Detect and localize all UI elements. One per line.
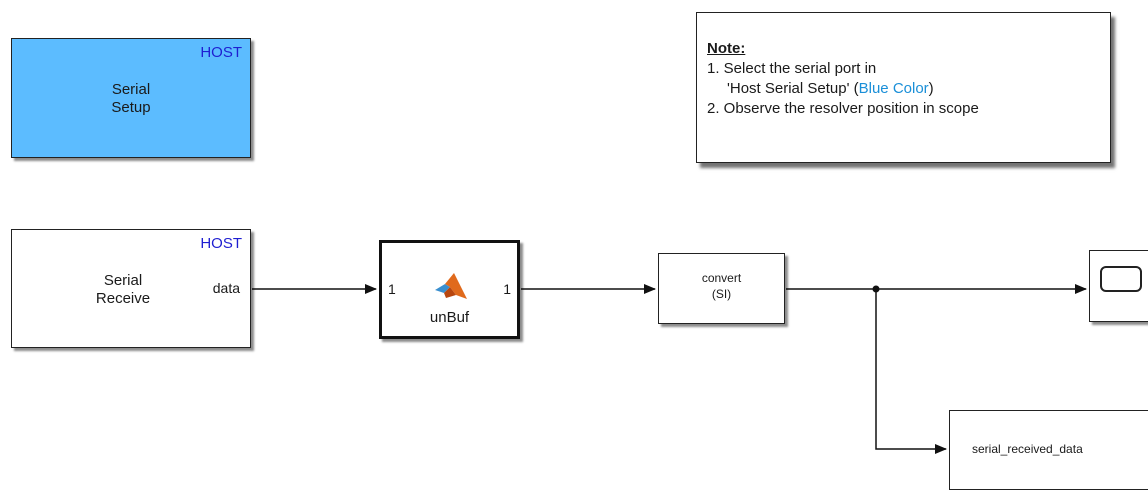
serial-receive-label-line2: Receive <box>95 290 151 307</box>
serial-receive-label-line1: Serial <box>103 272 143 289</box>
unbuf-function-block[interactable]: 1 1 unBuf <box>379 240 520 339</box>
note-line-3: 2. Observe the resolver position in scop… <box>707 100 979 117</box>
note-line-2-highlight: Blue Color <box>858 80 929 97</box>
serial-receive-block[interactable]: HOST Serial Receive data <box>11 229 251 348</box>
note-line-2-suffix: ) <box>928 80 934 97</box>
output-port-label: data <box>212 280 240 296</box>
serial-setup-label-line2: Setup <box>111 99 151 116</box>
matlab-logo-icon <box>435 273 467 299</box>
signal-line-branch-to-workspace[interactable] <box>875 289 947 454</box>
convert-si-block[interactable]: convert (SI) <box>658 253 785 324</box>
convert-label: convert (SI) <box>659 270 784 302</box>
input-port-label: 1 <box>388 281 396 297</box>
note-title: Note: <box>707 40 746 57</box>
branch-point <box>872 285 880 293</box>
host-tag: HOST <box>200 235 242 252</box>
scope-icon <box>1100 266 1142 292</box>
note-annotation[interactable]: Note: 1. Select the serial port in 'Host… <box>696 12 1111 163</box>
to-workspace-label: serial_received_data <box>972 442 1083 456</box>
note-line-1: 1. Select the serial port in <box>707 60 877 77</box>
serial-setup-label: Serial Setup <box>12 81 250 117</box>
unbuf-name: unBuf <box>429 309 470 326</box>
convert-label-line1: convert <box>701 271 742 285</box>
note-line-2: 'Host Serial Setup' (Blue Color) <box>707 79 1100 99</box>
to-workspace-block[interactable]: serial_received_data <box>949 410 1148 490</box>
serial-receive-label: Serial Receive <box>78 272 168 308</box>
serial-setup-block[interactable]: HOST Serial Setup <box>11 38 251 158</box>
host-tag: HOST <box>200 44 242 61</box>
convert-label-line2: (SI) <box>711 287 732 301</box>
scope-block[interactable] <box>1089 250 1148 322</box>
note-line-2-prefix: 'Host Serial Setup' ( <box>727 80 859 97</box>
output-port-label: 1 <box>503 281 511 297</box>
serial-setup-label-line1: Serial <box>111 81 151 98</box>
